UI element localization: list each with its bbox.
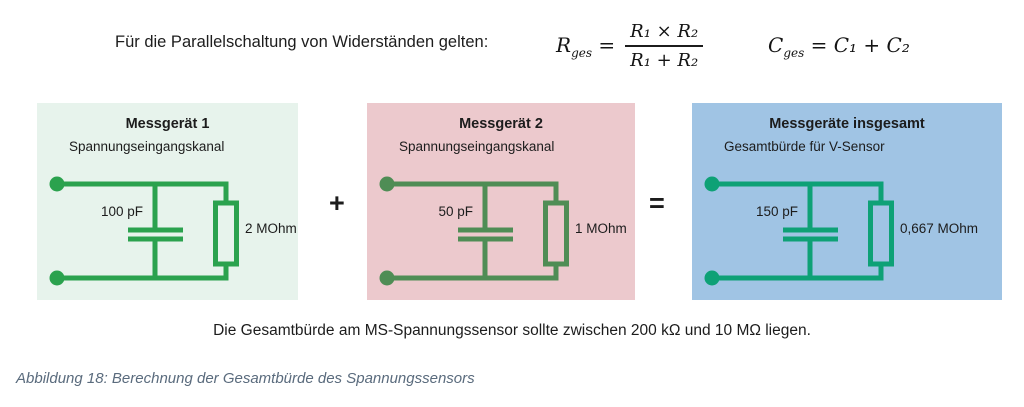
formula-r-fraction: R₁ × R₂ R₁ + R₂	[625, 20, 704, 73]
fraction-denominator: R₁ + R₂	[630, 50, 699, 71]
wire-bottom	[57, 264, 229, 281]
formula-c-lhs: Cges = C₁ + C₂	[768, 33, 910, 60]
panel-subtitle: Gesamtbürde für V-Sensor	[724, 139, 885, 154]
circuit-diagram	[49, 176, 239, 286]
figure-caption: Abbildung 18: Berechnung der Gesamtbürde…	[16, 370, 475, 387]
capacitor-value-label: 50 pF	[438, 204, 473, 219]
wire-top	[57, 181, 229, 203]
resistor-body	[543, 200, 569, 267]
resistor-value-label: 0,667 MOhm	[900, 221, 979, 236]
panel-title: Messgeräte insgesamt	[769, 116, 925, 132]
formula-r-parallel: Rges = R₁ × R₂ R₁ + R₂	[556, 13, 704, 79]
messgeraete-insgesamt-panel: Messgeräte insgesamt Gesamtbürde für V-S…	[692, 103, 1002, 300]
resistor-body	[868, 200, 894, 267]
formula-c-sum: Cges = C₁ + C₂	[768, 33, 910, 60]
capacitor-value-label: 100 pF	[100, 204, 143, 219]
fraction-numerator: R₁ × R₂	[625, 20, 704, 47]
circuit-diagram	[704, 176, 894, 286]
formula-r-lhs: Rges =	[556, 32, 616, 60]
messgeraet-2-panel: Messgerät 2 Spannungseingangskanal 50 pF…	[367, 103, 635, 300]
equals-operator: =	[649, 188, 665, 218]
intro-text: Für die Parallelschaltung von Widerständ…	[115, 33, 489, 51]
circuit-diagram	[379, 176, 569, 286]
panel-subtitle: Spannungseingangskanal	[399, 139, 555, 154]
resistor-body	[213, 200, 239, 267]
wire-top	[387, 181, 559, 203]
burden-range-note: Die Gesamtbürde am MS-Spannungssensor so…	[213, 322, 811, 339]
resistor-value-label: 1 MOhm	[575, 221, 627, 236]
plus-operator: +	[329, 188, 345, 218]
wire-top	[712, 181, 884, 203]
wire-bottom	[712, 264, 884, 281]
messgeraet-1-panel: Messgerät 1 Spannungseingangskanal 100 p…	[37, 103, 298, 300]
capacitor-value-label: 150 pF	[755, 204, 798, 219]
wire-bottom	[387, 264, 559, 281]
resistor-value-label: 2 MOhm	[245, 221, 297, 236]
panel-title: Messgerät 2	[459, 116, 543, 132]
panel-subtitle: Spannungseingangskanal	[69, 139, 225, 154]
panel-title: Messgerät 1	[125, 116, 210, 132]
